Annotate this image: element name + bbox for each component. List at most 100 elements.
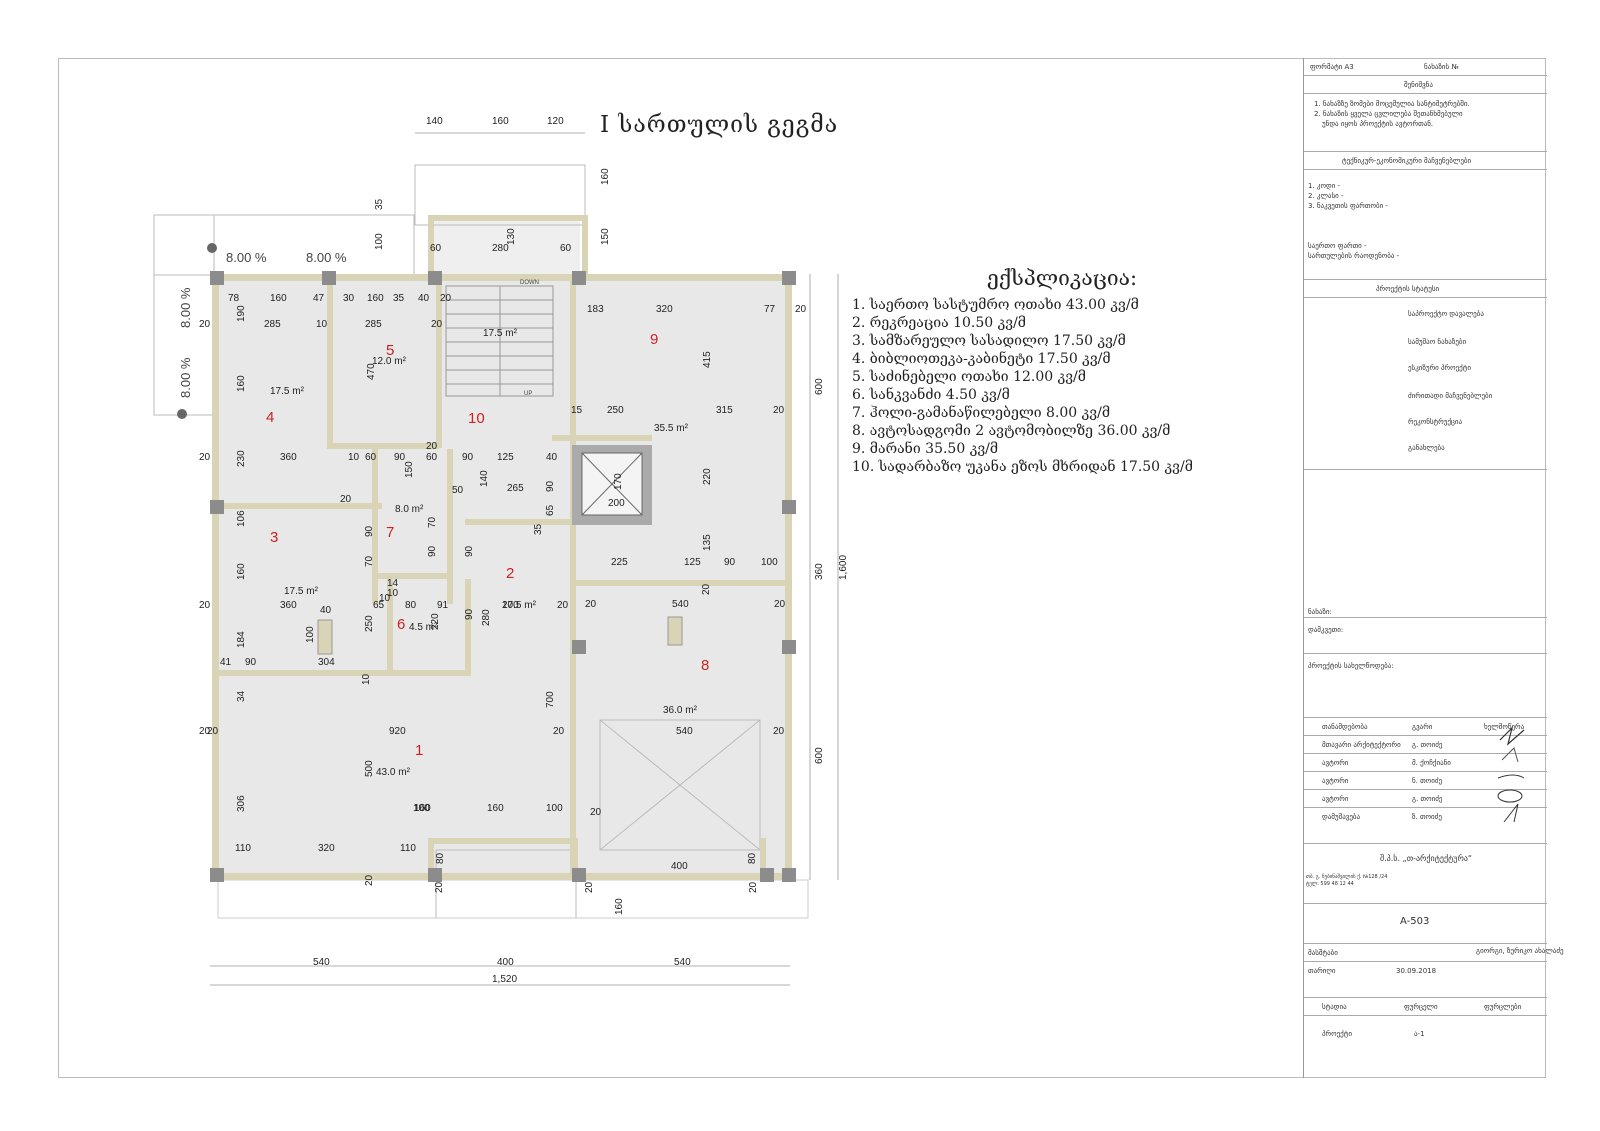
dim-room4-5: 360 <box>280 452 297 463</box>
tb-sheets-label: ფურცლები <box>1484 1003 1522 1011</box>
room-7-area: 8.0 m² <box>395 504 424 515</box>
tb-sig-row: დამუშავება ზ. თოიძე <box>1304 808 1547 844</box>
tb-sig-row: ავტორი ნ. თოიძე <box>1304 772 1547 790</box>
dim-room2-2: 90 <box>464 608 475 620</box>
dim-hall-11: 65 <box>545 504 556 516</box>
room-1-num: 1 <box>415 742 423 759</box>
dim-room6-4: 220 <box>430 613 441 630</box>
dim-top-0: 140 <box>426 116 443 127</box>
dim-hall-8: 140 <box>479 470 490 487</box>
tb-sig-name: ნ. თოიძე <box>1412 777 1443 785</box>
dim-overall-0: 540 <box>313 957 330 968</box>
dim-room6-1: 80 <box>405 600 417 611</box>
tb-company-addr-2: ტელ: 599 48 12 44 <box>1306 881 1354 887</box>
dim-corr-3: 100 <box>761 557 778 568</box>
tb-format: ფორმატი A3 <box>1310 63 1354 71</box>
room-10-num: 10 <box>468 410 485 427</box>
dim-row1-10: 77 <box>764 304 776 315</box>
tb-sheet-name: ნახაზი: <box>1308 608 1332 616</box>
room-3-area: 17.5 m² <box>284 586 319 597</box>
tb-sig-head-sign: ხელმოწერა <box>1484 723 1525 731</box>
dim-room4-0: 190 <box>236 305 247 322</box>
dim-row1-8: 183 <box>587 304 604 315</box>
dim-room3-8: 304 <box>318 657 335 668</box>
room-10-area: 17.5 m² <box>483 328 518 339</box>
tb-stamp-5: რეკონსტრუქცია <box>1408 418 1463 426</box>
dim-room3-6: 41 <box>220 657 232 668</box>
tb-sig-role: მთავარი არქიტექტორი <box>1322 741 1401 749</box>
floor-fills <box>153 164 809 919</box>
dim-room2-3: 20 <box>557 600 569 611</box>
dim-left-2: 20 <box>199 600 211 611</box>
tb-sig-name: გ. თოიძე <box>1412 741 1443 749</box>
dim-room1-0: 920 <box>389 726 406 737</box>
slope-3: 8.00 % <box>178 287 193 328</box>
dim-corr-0: 225 <box>611 557 628 568</box>
tb-stamp-6: განახლება <box>1408 444 1445 452</box>
dim-room3-0: 106 <box>236 510 247 527</box>
dim-room5-2: 20 <box>431 319 443 330</box>
tb-tech-head: ტექნიკურ-ეკონომიკური მაჩვენებლები <box>1342 157 1472 165</box>
tb-sheet-label: ფურცელი <box>1404 1003 1438 1011</box>
dim-hall-2: 90 <box>394 452 406 463</box>
dim-corr-6: 20 <box>701 583 712 595</box>
dim-top_side-1: 150 <box>600 228 611 245</box>
dim-bottom-2: 20 <box>364 874 375 886</box>
dim-row1-6: 40 <box>418 293 430 304</box>
dim-room1-11: 320 <box>318 843 335 854</box>
dim-room1-12: 110 <box>400 843 416 854</box>
dim-hall-13: 35 <box>533 523 544 535</box>
tb-sig-name: გ. თოიძე <box>1412 795 1443 803</box>
room-3-num: 3 <box>270 529 278 546</box>
tb-client: დამკვეთი: <box>1308 626 1344 634</box>
tb-sheet-no: ნახაზის № <box>1424 63 1459 71</box>
slope-4: 8.00 % <box>178 357 193 398</box>
tb-client-row: დამკვეთი: <box>1304 618 1547 654</box>
tb-sig-head-name: გვარი <box>1412 723 1433 731</box>
legend-item: 10. სადარბაზო უკანა ეზოს მხრიდან 17.50 კ… <box>852 459 1193 475</box>
dim-hall-4: 150 <box>404 461 415 478</box>
dim-left-3: 20 <box>199 726 211 737</box>
tb-tech-head-row: ტექნიკურ-ეკონომიკური მაჩვენებლები <box>1304 152 1547 170</box>
dim-row1-5: 35 <box>393 293 405 304</box>
walls <box>212 215 792 880</box>
dim-porch-0: 60 <box>430 243 442 254</box>
dim-room6-2: 91 <box>437 600 449 611</box>
dim-room3-1: 160 <box>236 563 247 580</box>
dim-room1-4: 160 <box>414 803 431 814</box>
dim-room3-4: 100 <box>305 626 316 643</box>
legend-item: 9. მარანი 35.50 კვ/მ <box>852 441 999 457</box>
dim-corr-4: 135 <box>702 534 713 551</box>
dim-room3-2: 360 <box>280 600 297 611</box>
tb-note-2: 2. ნახაზის ყველა ცვლილება შეთანხმებული <box>1314 110 1463 118</box>
tb-tech-3: 3. ნაკვეთის ფართობი - <box>1308 202 1388 210</box>
tb-sig-head-row: თანამდებობა გვარი ხელმოწერა <box>1304 718 1547 736</box>
dim-room4-1: 285 <box>264 319 281 330</box>
dim-hall-10: 90 <box>545 480 556 492</box>
dim-bottom-4: 20 <box>584 881 595 893</box>
dim-porch-2: 130 <box>506 228 517 245</box>
dim-hall-12: 50 <box>452 485 464 496</box>
dim-room7-3: 90 <box>427 545 438 557</box>
tb-sig-role: ავტორი <box>1322 795 1349 803</box>
dim-room1-10: 110 <box>235 843 251 854</box>
dim-row1-9: 320 <box>656 304 673 315</box>
tb-code-row: A-503 <box>1304 904 1547 944</box>
dim-row1-3: 30 <box>343 293 355 304</box>
dim-room8-0: 540 <box>672 599 689 610</box>
dim-hall-3: 60 <box>426 452 438 463</box>
tb-sig-head-role: თანამდებობა <box>1322 723 1368 731</box>
dim-right-1: 360 <box>814 563 825 580</box>
tb-address-row: პროექტის სახელწოდება: <box>1304 654 1547 718</box>
tb-sig-role: დამუშავება <box>1322 813 1361 821</box>
dim-top_side-2: 35 <box>374 198 385 210</box>
legend: ექსპლიკაცია: 1. საერთო სასტუმრო ოთახი 43… <box>852 266 1272 476</box>
dim-room7-6: 14 <box>387 578 399 589</box>
dim-row1-7: 20 <box>440 293 452 304</box>
tb-sig-role: ავტორი <box>1322 759 1349 767</box>
dim-room6-0: 65 <box>373 600 385 611</box>
tb-tech-row: 1. კოდი - 2. კლასი - 3. ნაკვეთის ფართობი… <box>1304 170 1547 280</box>
tb-sig-row: ავტორი გ. თოიძე <box>1304 790 1547 808</box>
